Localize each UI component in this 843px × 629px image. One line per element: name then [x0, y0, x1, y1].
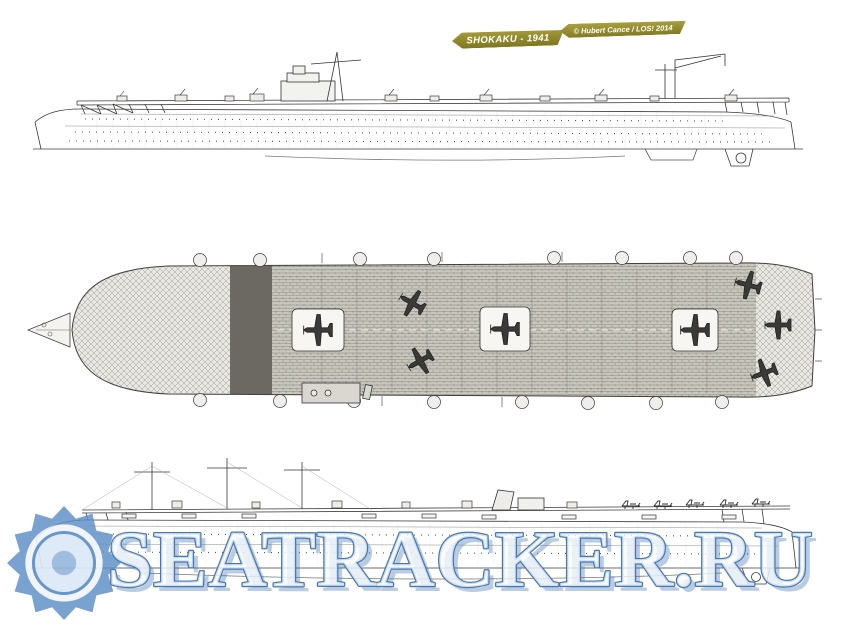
title-banner-label: SHOKAKU - 1941: [466, 32, 550, 46]
anchor-detail: [41, 322, 47, 328]
hull-outline: [33, 97, 803, 167]
credit-banner-label: © Hubert Cance / LOS! 2014: [573, 22, 673, 36]
hull-frame-lines: [92, 524, 732, 564]
derrick-masts: [81, 458, 373, 511]
stern-crane: [674, 53, 726, 98]
radio-masts: [321, 252, 822, 407]
porthole-rows: [67, 533, 763, 555]
funnel-and-bridge: [491, 489, 545, 511]
credit-banner: © Hubert Cance / LOS! 2014: [560, 20, 686, 38]
island-structure: [280, 51, 677, 102]
deck-equipment: [111, 500, 578, 509]
aircraft-side-icon: [719, 499, 739, 509]
hull-frame-lines: [85, 112, 725, 148]
side-profile-top-drawing: [33, 51, 803, 167]
anchor-detail: [47, 331, 53, 337]
aa-sponsons: [121, 513, 737, 520]
watermark-shadow-text: SEATRACKER.RU: [112, 521, 818, 609]
side-profile-bottom-drawing: [30, 458, 802, 585]
aircraft-side-icon: [653, 500, 673, 510]
parked-aircraft: [621, 498, 771, 510]
watermark-seal: [7, 506, 121, 620]
seal-center: [51, 550, 77, 576]
watermark-text: SEATRACKER.RU: [107, 516, 813, 604]
watermark: SEATRACKER.RU SEATRACKER.RU: [106, 515, 818, 609]
flight-deck-plan-drawing: [26, 251, 822, 410]
aircraft-side-icon: [621, 500, 641, 510]
porthole-rows: [68, 118, 776, 143]
title-banner: SHOKAKU - 1941: [452, 29, 564, 49]
aa-gun-barrels: [119, 87, 735, 97]
deck-equipment: [116, 93, 738, 102]
island-plan: [301, 382, 373, 404]
